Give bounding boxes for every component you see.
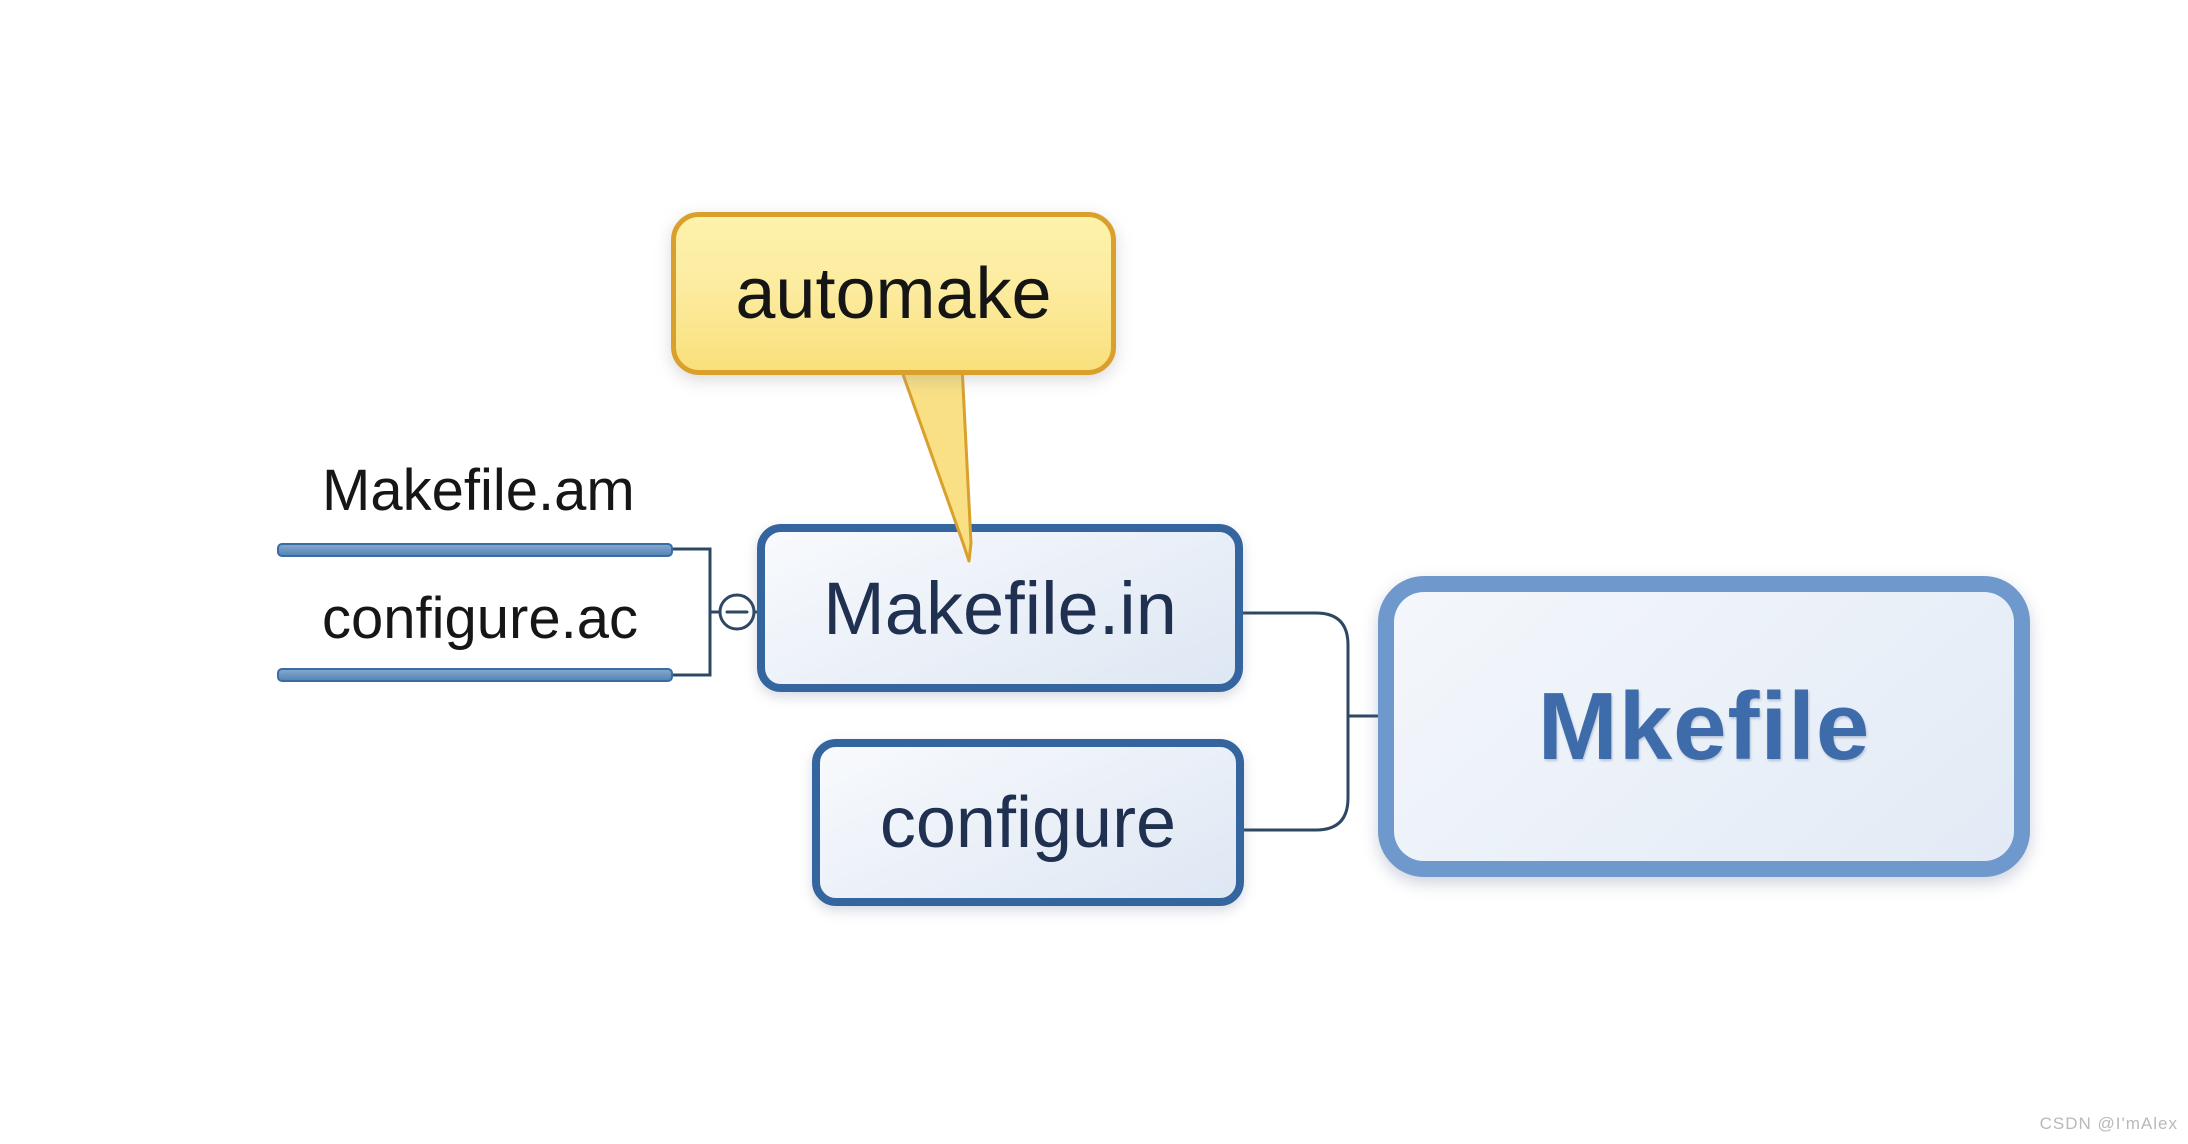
node-mkefile: Mkefile	[1378, 576, 2030, 877]
bracket-line	[667, 547, 712, 677]
merge-connector-line	[1241, 611, 1350, 832]
node-makefile-in: Makefile.in	[757, 524, 1243, 692]
node-configure-label: configure	[879, 782, 1177, 863]
makefile-am-underline-bar	[277, 543, 673, 557]
configure-ac-underline-bar	[277, 668, 673, 682]
label-configure-ac: configure.ac	[322, 586, 638, 651]
watermark: CSDN @I'mAlex	[2039, 1114, 2178, 1133]
node-mkefile-label: Mkefile	[1537, 672, 1871, 780]
node-makefile-in-label: Makefile.in	[823, 566, 1177, 650]
label-makefile-am: Makefile.am	[322, 458, 635, 523]
callout-label: automake	[735, 253, 1052, 334]
node-configure: configure	[812, 739, 1244, 906]
collapse-minus-icon	[718, 593, 761, 631]
callout-automake: automake	[671, 212, 1116, 375]
